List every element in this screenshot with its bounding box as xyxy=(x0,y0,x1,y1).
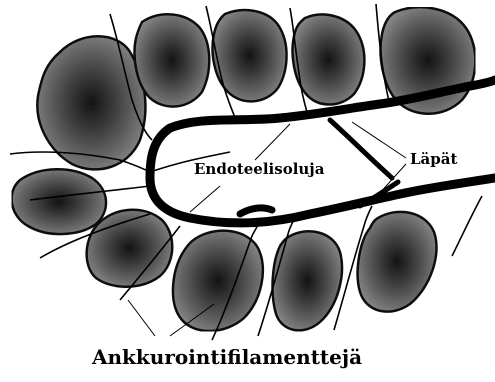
leader-lapat-up xyxy=(352,122,406,158)
filament xyxy=(452,196,482,256)
leader-endo-up xyxy=(255,124,290,160)
tissue-cell xyxy=(87,210,173,287)
tissue-cell xyxy=(273,231,342,330)
valve-flap-upper xyxy=(330,120,392,178)
leader-endo-down xyxy=(190,186,220,212)
leader-ankk-1 xyxy=(128,300,155,336)
tissue-cell xyxy=(12,169,106,234)
label-anchoring-filaments: Ankkurointifilamenttejä xyxy=(92,345,362,369)
label-endothelial-cells: Endoteelisoluja xyxy=(194,160,324,178)
tissue-cell xyxy=(293,15,365,105)
tissue-cell xyxy=(37,36,145,169)
tissue-cell xyxy=(135,14,210,106)
wall-junction xyxy=(240,208,272,214)
label-valves: Läpät xyxy=(410,150,457,168)
tissue-cell xyxy=(358,212,437,312)
lower-wall xyxy=(150,178,495,223)
